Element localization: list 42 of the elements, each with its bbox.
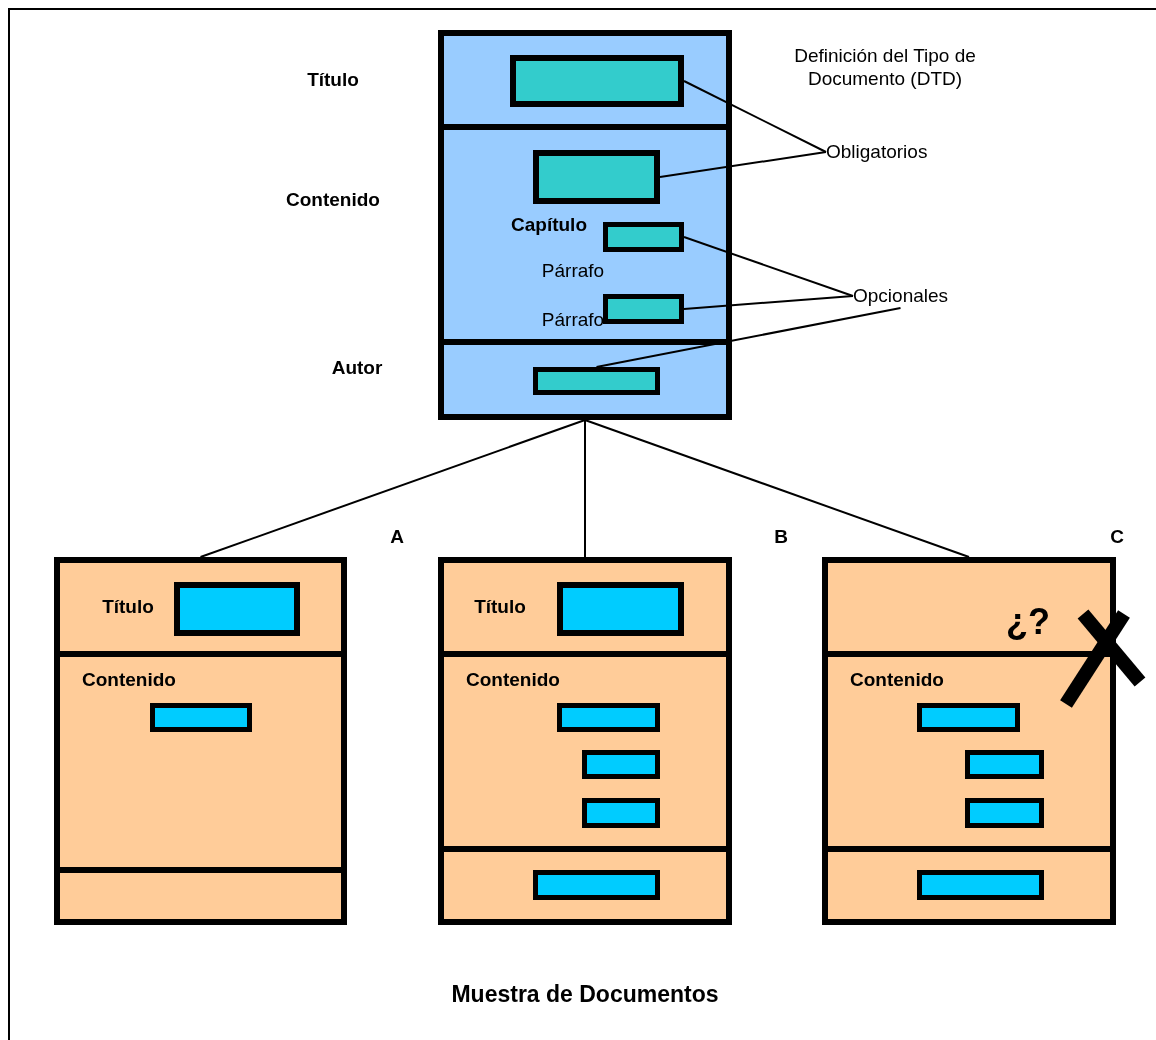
leader-line bbox=[683, 80, 827, 153]
element-box bbox=[150, 703, 252, 732]
element-box bbox=[582, 750, 660, 779]
caption-text: Muestra de Documentos bbox=[451, 981, 719, 1009]
question-marks: ¿? bbox=[1006, 600, 1050, 644]
heading-text: Definición del Tipo de Documento (DTD) bbox=[793, 45, 977, 91]
document-letter: C bbox=[1110, 525, 1124, 549]
section-heading: Autor bbox=[331, 356, 383, 380]
document-letter: A bbox=[390, 525, 404, 549]
element-box bbox=[582, 798, 660, 828]
element-box bbox=[557, 582, 684, 636]
leader-line bbox=[683, 295, 854, 310]
element-box bbox=[965, 798, 1044, 828]
element-box bbox=[557, 703, 660, 732]
element-label: Párrafo bbox=[541, 308, 605, 332]
connector-line bbox=[199, 419, 586, 558]
section-heading: Contenido bbox=[466, 668, 560, 692]
section-heading: Contenido bbox=[286, 188, 380, 212]
leader-line bbox=[659, 151, 827, 178]
connector-line bbox=[584, 419, 970, 558]
section-heading: Título bbox=[307, 68, 359, 92]
element-label: Capítulo bbox=[511, 213, 587, 237]
element-box bbox=[603, 294, 684, 324]
element-box bbox=[917, 870, 1044, 900]
document-letter: B bbox=[774, 525, 788, 549]
element-box bbox=[965, 750, 1044, 779]
leader-line bbox=[595, 307, 902, 368]
element-box bbox=[533, 367, 660, 395]
connector-line bbox=[584, 419, 586, 558]
callout-text: Opcionales bbox=[853, 284, 949, 308]
element-box bbox=[174, 582, 300, 636]
section-heading: Contenido bbox=[82, 668, 176, 692]
callout-text: Obligatorios bbox=[826, 140, 928, 164]
section-heading: Título bbox=[474, 595, 526, 619]
element-box bbox=[533, 150, 660, 204]
element-box bbox=[533, 870, 660, 900]
element-box bbox=[510, 55, 684, 107]
leader-line bbox=[683, 236, 854, 297]
element-box bbox=[917, 703, 1020, 732]
section-heading: Título bbox=[102, 595, 154, 619]
element-label: Párrafo bbox=[541, 259, 605, 283]
section-heading: Contenido bbox=[850, 668, 944, 692]
